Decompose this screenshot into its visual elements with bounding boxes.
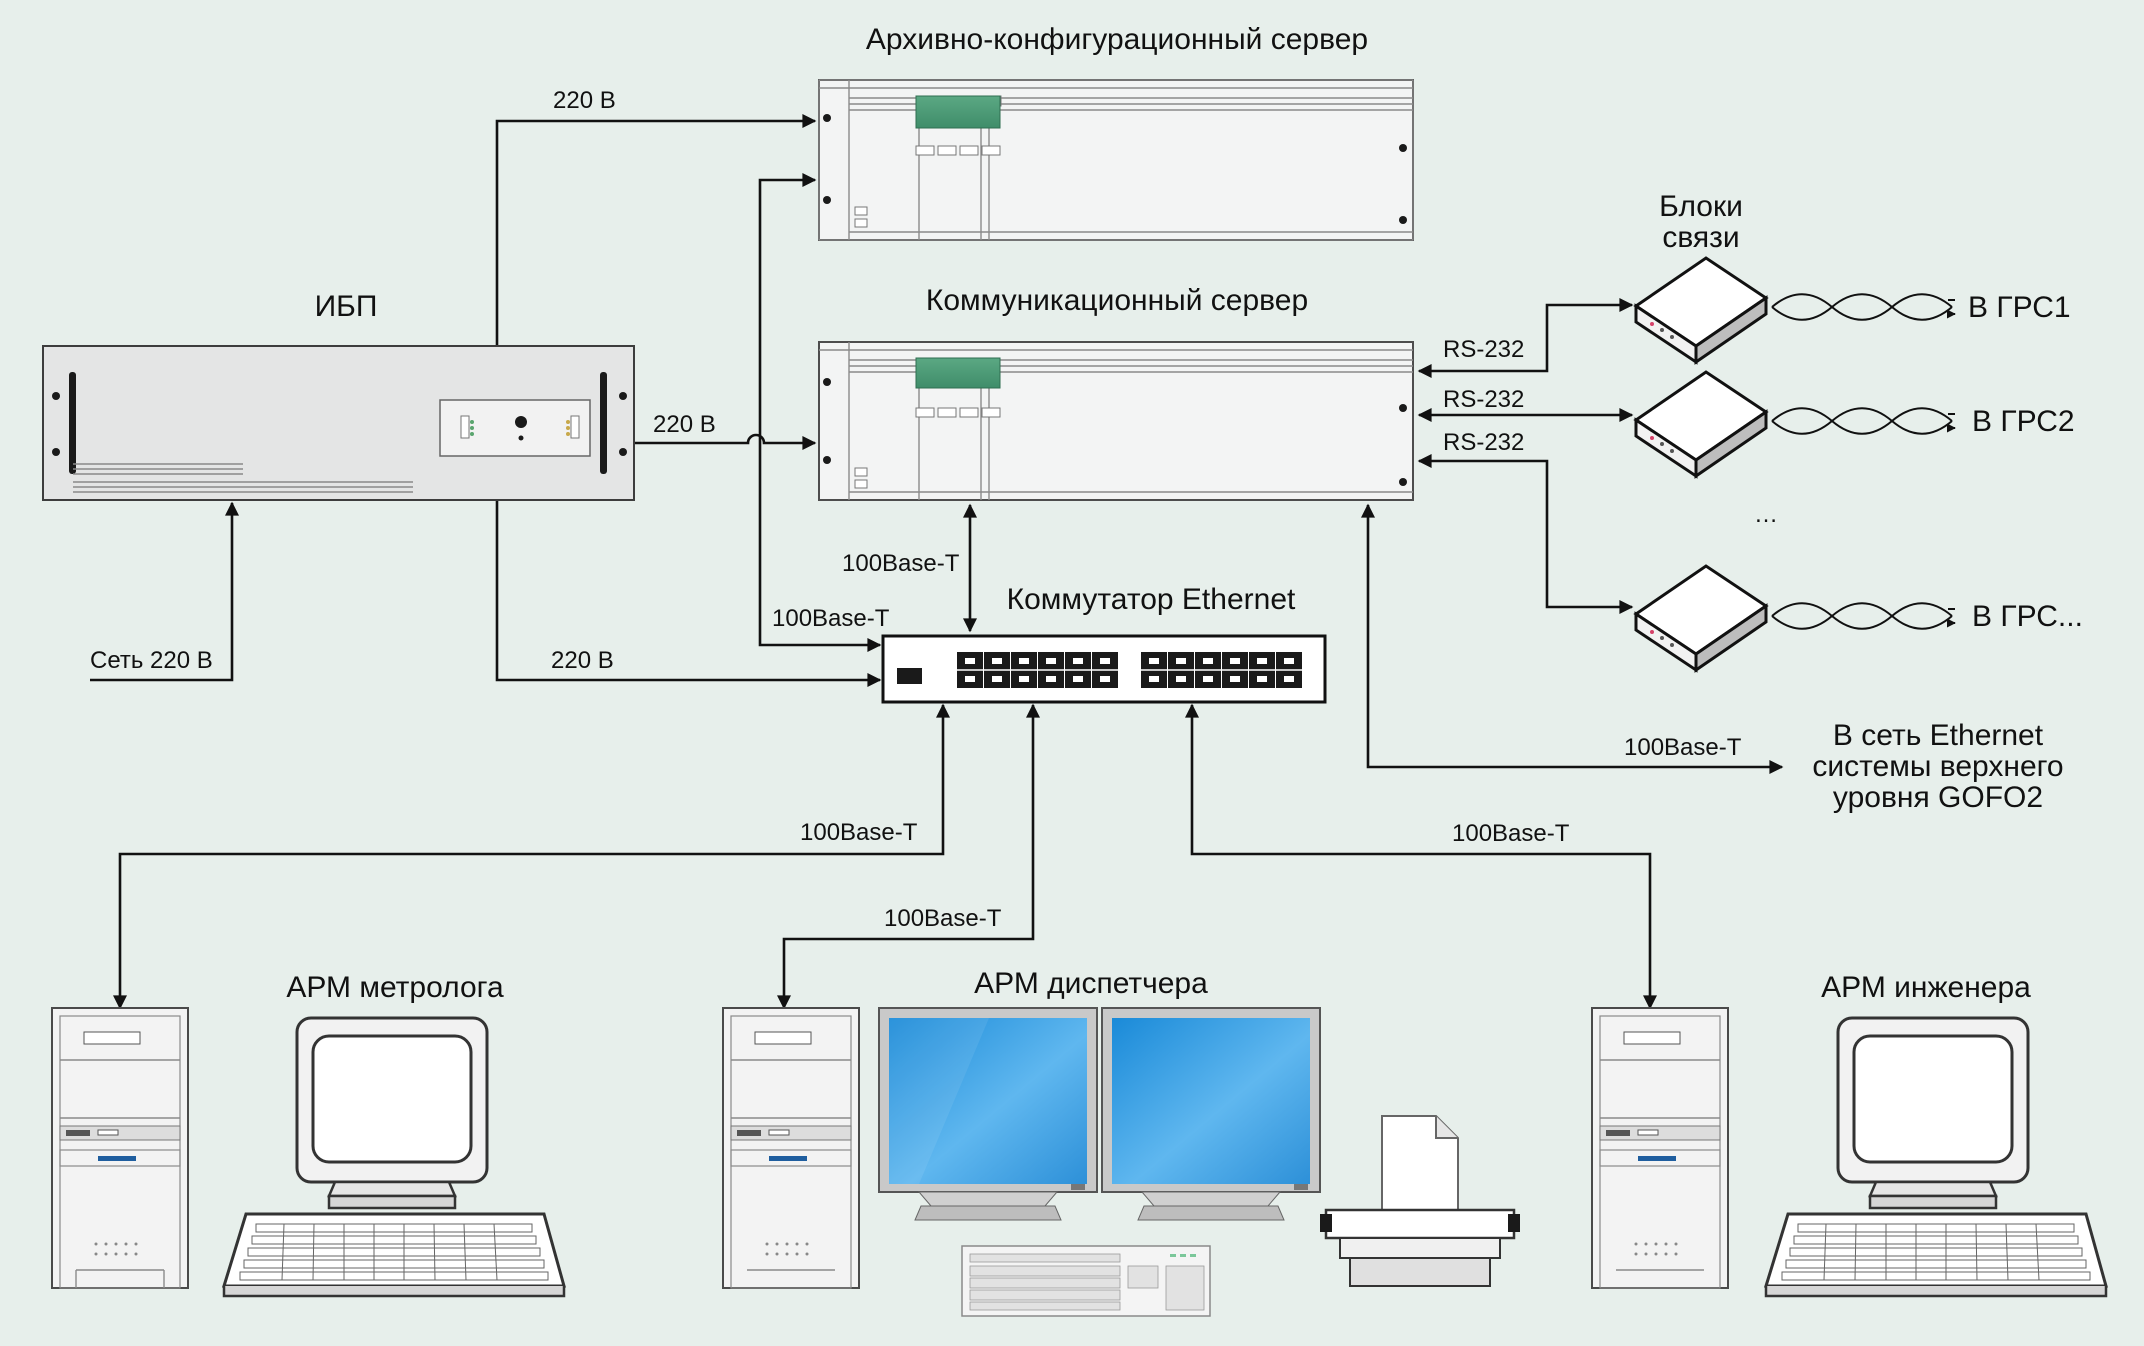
upper-network-line2: системы верхнего xyxy=(1812,750,2063,783)
comm-units-label-2: связи xyxy=(1662,221,1739,254)
labels: Архивно-конфигурационный сервер Коммуник… xyxy=(90,23,2083,1004)
upper-network-line1: В сеть Ethernet xyxy=(1833,719,2044,752)
link-dispatcher: 100Base-T xyxy=(884,905,1002,932)
comm-units-label-1: Блоки xyxy=(1659,190,1743,223)
ups-label: ИБП xyxy=(315,290,378,323)
comm-units-ellipsis: … xyxy=(1754,501,1778,528)
server-display xyxy=(915,95,1001,129)
keyboard-metrologist xyxy=(221,1212,566,1298)
comm-unit-1 xyxy=(1633,256,1769,365)
archive-server xyxy=(818,79,1414,241)
link-upper: 100Base-T xyxy=(1624,734,1742,761)
comm-server-label: Коммуникационный сервер xyxy=(926,284,1308,317)
link-engineer: 100Base-T xyxy=(1452,820,1570,847)
wires xyxy=(90,114,1784,1010)
link-ups-archive: 220 В xyxy=(553,87,616,114)
lcd-monitor-right xyxy=(1101,1007,1321,1221)
pc-tower-dispatcher xyxy=(722,1007,860,1289)
link-archive-switch: 100Base-T xyxy=(772,605,890,632)
link-ups-comm: 220 В xyxy=(653,411,716,438)
comm-unit-2 xyxy=(1633,370,1769,479)
ups xyxy=(42,345,635,501)
comm-unit-3 xyxy=(1633,564,1769,673)
twisted-pair-lines xyxy=(1771,293,1955,629)
switch-label: Коммутатор Ethernet xyxy=(1007,583,1296,616)
dest-grs-1: В ГРС1 xyxy=(1968,291,2071,324)
ws-dispatcher-label: АРМ диспетчера xyxy=(974,967,1208,1000)
pc-tower-engineer xyxy=(1591,1007,1729,1289)
link-comm-switch: 100Base-T xyxy=(842,550,960,577)
link-ups-switch: 220 В xyxy=(551,647,614,674)
dest-grs-3: В ГРС... xyxy=(1972,600,2083,633)
ws-engineer-label: АРМ инженера xyxy=(1821,971,2031,1004)
link-mains: Сеть 220 В xyxy=(90,647,213,674)
link-rs232-1: RS-232 xyxy=(1443,336,1524,363)
upper-network-line3: уровня GOFO2 xyxy=(1833,781,2043,814)
archive-server-label: Архивно-конфигурационный сервер xyxy=(866,23,1368,56)
ws-metrologist-label: АРМ метролога xyxy=(286,971,504,1004)
server-display xyxy=(915,357,1001,389)
link-metrologist: 100Base-T xyxy=(800,819,918,846)
crt-monitor-engineer xyxy=(1836,1016,2030,1210)
comm-server xyxy=(818,341,1414,501)
crt-monitor-metrologist xyxy=(295,1016,489,1210)
dest-grs-2: В ГРС2 xyxy=(1972,405,2075,438)
lcd-monitor-left xyxy=(878,1007,1098,1221)
link-rs232-2: RS-232 xyxy=(1443,386,1524,413)
keyboard-engineer xyxy=(1763,1212,2108,1298)
network-switch xyxy=(881,634,1327,704)
pc-tower-metrologist xyxy=(51,1007,189,1289)
link-rs232-3: RS-232 xyxy=(1443,429,1524,456)
keyboard-dispatcher xyxy=(961,1245,1211,1317)
printer xyxy=(1320,1115,1520,1287)
